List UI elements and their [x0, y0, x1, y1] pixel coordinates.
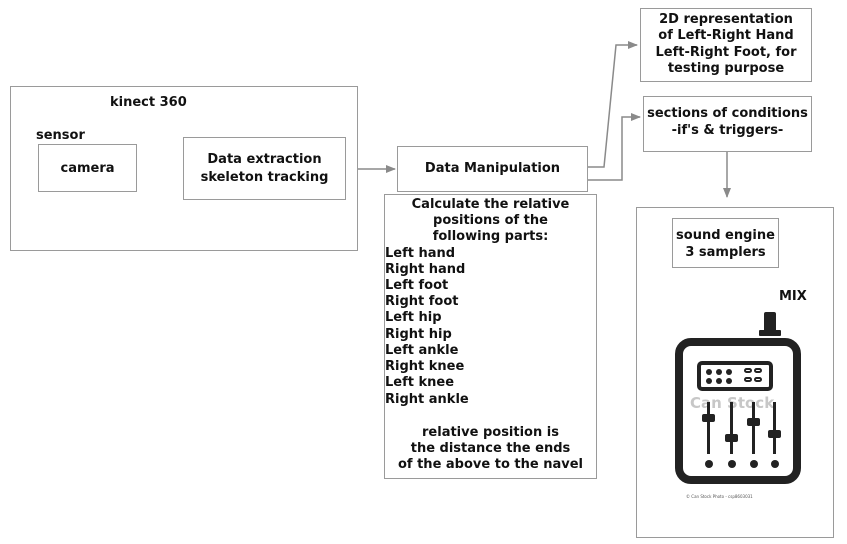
conditions-line: sections of conditions: [647, 106, 808, 121]
conditions-box: [643, 96, 812, 152]
display-dot: [706, 369, 712, 375]
representation-box: [640, 8, 812, 82]
mixer-button-dot: [705, 460, 713, 468]
kinect-title: kinect 360: [110, 95, 187, 110]
part-item: Left ankle: [385, 343, 459, 358]
display-dot: [726, 369, 732, 375]
fader-track: [730, 402, 733, 454]
conditions-line: -if's & triggers-: [671, 123, 784, 138]
mixer-button-dot: [750, 460, 758, 468]
mixer-knob: [764, 312, 776, 334]
display-dot: [716, 378, 722, 384]
fader-cap: [725, 434, 738, 442]
part-item: Left foot: [385, 278, 449, 293]
display-ring: [744, 368, 752, 373]
arrow-manipulation-representation: [588, 41, 638, 168]
mixer-knob-base: [759, 330, 781, 336]
extraction-line2: skeleton tracking: [200, 170, 329, 185]
extraction-line1: Data extraction: [207, 152, 322, 167]
calc-heading-1: Calculate the relative: [411, 197, 570, 212]
image-credit: © Can Stock Photo - csp8603031: [686, 494, 753, 499]
arrow-manipulation-conditions: [588, 113, 641, 181]
camera-label: camera: [60, 161, 115, 176]
mixer-button-dot: [771, 460, 779, 468]
display-dot: [716, 369, 722, 375]
calc-heading-3: following parts:: [432, 229, 549, 244]
fader-track: [707, 402, 710, 454]
calculation-box: [384, 194, 597, 479]
part-item: Right foot: [385, 294, 459, 309]
display-dot: [706, 378, 712, 384]
part-item: Right hip: [385, 327, 452, 342]
display-ring: [744, 377, 752, 382]
calc-footer-2: the distance the ends: [410, 441, 571, 456]
display-ring: [754, 377, 762, 382]
representation-line: of Left-Right Hand: [658, 28, 794, 43]
representation-line: 2D representation: [659, 12, 793, 27]
calc-footer-3: of the above to the navel: [397, 457, 583, 472]
camera-box: [38, 144, 137, 192]
part-item: Left hip: [385, 310, 442, 325]
part-item: Right ankle: [385, 392, 469, 407]
calc-heading-2: positions of the: [433, 213, 548, 228]
part-item: Left knee: [385, 375, 455, 390]
manipulation-box: [397, 146, 588, 192]
mixer-display: [697, 361, 773, 391]
mixer-button-dot: [728, 460, 736, 468]
display-dot: [726, 378, 732, 384]
calc-footer-1: relative position is: [422, 425, 559, 440]
sound-engine-line: 3 samplers: [685, 245, 766, 260]
part-item: Left hand: [385, 246, 456, 261]
part-item: Right hand: [385, 262, 466, 277]
fader-track: [773, 402, 776, 454]
representation-line: Left-Right Foot, for: [655, 45, 797, 60]
extraction-box: [183, 137, 346, 200]
display-ring: [754, 368, 762, 373]
fader-cap: [702, 414, 715, 422]
manipulation-label: Data Manipulation: [424, 161, 561, 176]
fader-cap: [747, 418, 760, 426]
part-item: Right knee: [385, 359, 465, 374]
sound-engine-line: sound engine: [676, 228, 775, 243]
fader-track: [752, 402, 755, 454]
sound-engine-box: [672, 218, 779, 268]
fader-cap: [768, 430, 781, 438]
mix-label: MIX: [779, 289, 807, 304]
representation-line: testing purpose: [667, 61, 785, 76]
sensor-label: sensor: [36, 128, 85, 143]
